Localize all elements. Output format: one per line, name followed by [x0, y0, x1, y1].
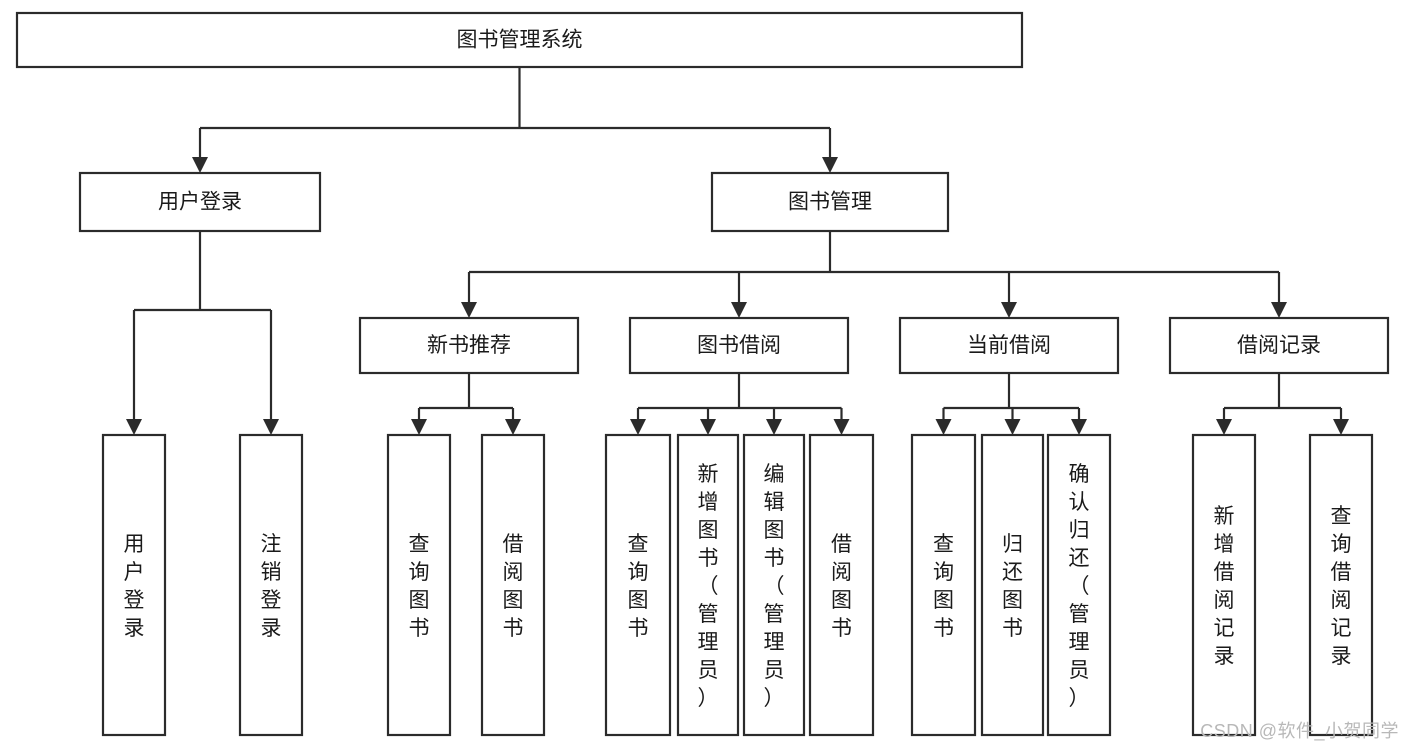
node-box[interactable]	[1168, 316, 1390, 375]
node-leaf2[interactable]: 注销登录	[238, 433, 304, 737]
node-leaf6[interactable]: 新增图书（管理员）	[676, 433, 740, 737]
node-label: 图书管理系统	[457, 29, 583, 52]
node-login[interactable]: 用户登录	[78, 171, 322, 233]
node-box[interactable]	[604, 433, 672, 737]
arrow-head-icon	[1271, 302, 1287, 318]
node-leaf9[interactable]: 查询图书	[910, 433, 977, 737]
node-bookmgmt[interactable]: 图书管理	[710, 171, 950, 233]
node-box[interactable]	[676, 433, 740, 737]
node-box[interactable]	[238, 433, 304, 737]
node-label: 新增借阅记录	[1214, 505, 1235, 668]
node-box[interactable]	[628, 316, 850, 375]
arrow-head-icon	[263, 419, 279, 435]
node-label: 图书借阅	[697, 334, 781, 357]
arrow-head-icon	[1333, 419, 1349, 435]
node-label: 借阅图书	[503, 533, 524, 640]
node-leaf4[interactable]: 借阅图书	[480, 433, 546, 737]
arrow-head-icon	[935, 419, 952, 435]
arrow-head-icon	[822, 157, 838, 173]
node-label: 借阅图书	[831, 533, 852, 640]
arrow-head-icon	[630, 419, 646, 435]
node-leaf5[interactable]: 查询图书	[604, 433, 672, 737]
node-box[interactable]	[1308, 433, 1374, 737]
arrow-head-icon	[1071, 419, 1087, 435]
node-box[interactable]	[480, 433, 546, 737]
arrow-head-icon	[1004, 419, 1021, 435]
node-box[interactable]	[1191, 433, 1257, 737]
arrow-head-icon	[766, 419, 782, 435]
watermark-text: CSDN @软件_小贺同学	[1200, 721, 1399, 741]
node-box[interactable]	[742, 433, 806, 737]
node-box[interactable]	[980, 433, 1045, 737]
node-label: 新增图书（管理员）	[698, 463, 719, 710]
arrow-head-icon	[505, 419, 521, 435]
node-records[interactable]: 借阅记录	[1168, 316, 1390, 375]
node-layer: 图书管理系统用户登录图书管理新书推荐图书借阅当前借阅借阅记录用户登录注销登录查询…	[15, 11, 1390, 737]
node-box[interactable]	[78, 171, 322, 233]
arrow-head-icon	[1216, 419, 1232, 435]
node-label: 归还图书	[1002, 533, 1023, 640]
node-leaf3[interactable]: 查询图书	[386, 433, 452, 737]
arrow-head-icon	[126, 419, 142, 435]
node-label: 用户登录	[158, 191, 242, 214]
node-leaf10[interactable]: 归还图书	[980, 433, 1045, 737]
node-label: 图书管理	[788, 191, 872, 214]
node-box[interactable]	[898, 316, 1120, 375]
node-label: 借阅记录	[1237, 334, 1321, 357]
node-label: 注销登录	[261, 533, 282, 640]
arrow-head-icon	[192, 157, 208, 173]
node-current[interactable]: 当前借阅	[898, 316, 1120, 375]
node-leaf1[interactable]: 用户登录	[101, 433, 167, 737]
node-label: 用户登录	[124, 533, 145, 640]
node-box[interactable]	[15, 11, 1024, 69]
node-label: 查询借阅记录	[1331, 505, 1352, 668]
node-box[interactable]	[1046, 433, 1112, 737]
arrow-head-icon	[700, 419, 716, 435]
node-leaf12[interactable]: 新增借阅记录	[1191, 433, 1257, 737]
node-box[interactable]	[910, 433, 977, 737]
node-label: 查询图书	[409, 533, 430, 640]
node-leaf7[interactable]: 编辑图书（管理员）	[742, 433, 806, 737]
node-box[interactable]	[386, 433, 452, 737]
arrow-head-icon	[731, 302, 747, 318]
node-label: 编辑图书（管理员）	[764, 463, 785, 710]
node-label: 查询图书	[628, 533, 649, 640]
node-box[interactable]	[358, 316, 580, 375]
arrow-head-icon	[411, 419, 427, 435]
node-label: 当前借阅	[967, 334, 1051, 357]
node-leaf11[interactable]: 确认归还（管理员）	[1046, 433, 1112, 737]
node-root[interactable]: 图书管理系统	[15, 11, 1024, 69]
node-label: 查询图书	[933, 533, 954, 640]
node-leaf8[interactable]: 借阅图书	[808, 433, 875, 737]
node-newbook[interactable]: 新书推荐	[358, 316, 580, 375]
arrow-head-icon	[1001, 302, 1017, 318]
node-box[interactable]	[710, 171, 950, 233]
node-borrow[interactable]: 图书借阅	[628, 316, 850, 375]
arrow-head-icon	[461, 302, 477, 318]
node-label: 新书推荐	[427, 334, 511, 357]
connector-layer	[126, 67, 1349, 435]
node-label: 确认归还（管理员）	[1069, 463, 1090, 710]
arrow-head-icon	[833, 419, 850, 435]
node-leaf13[interactable]: 查询借阅记录	[1308, 433, 1374, 737]
node-box[interactable]	[808, 433, 875, 737]
node-box[interactable]	[101, 433, 167, 737]
